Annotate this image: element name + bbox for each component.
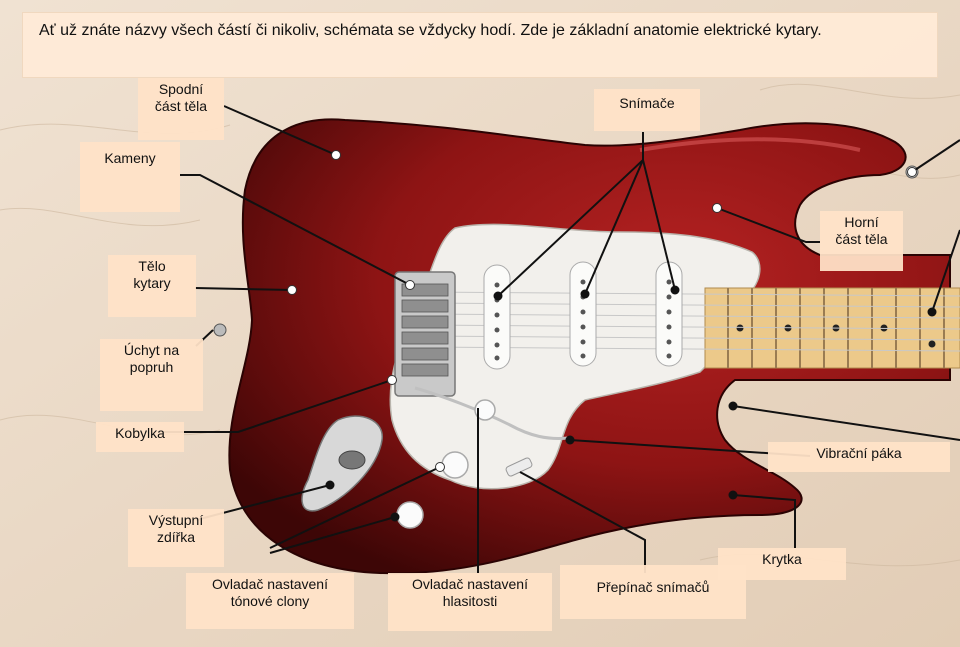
label-vystupni-zdirka: Výstupní zdířka [128,509,224,567]
strap-button [213,323,227,337]
control-knobs [396,399,496,529]
tremolo-arm [414,386,569,440]
label-uchyt-na-popruh: Úchyt na popruh [100,339,203,411]
leader-dots [287,150,917,472]
label-vibracni-paka: Vibrační páka [768,442,950,472]
page-title: Ať už znáte názvy všech částí či nikoliv… [39,22,822,39]
label-snimace: Snímače [594,89,700,131]
body-highlight [639,137,861,152]
label-kobylka: Kobylka [96,422,184,452]
label-prepinac-snimacu: Přepínač snímačů [560,565,746,619]
label-telo-kytary: Tělo kytary [108,255,196,317]
label-horni-cast-tela: Horní část těla [820,211,903,271]
label-kameny: Kameny [80,142,180,212]
label-spodni-cast-tela: Spodní část těla [138,78,224,140]
label-ovladac-tonove-clony: Ovladač nastavení tónové clony [186,573,354,629]
label-ovladac-hlasitosti: Ovladač nastavení hlasitosti [388,573,552,631]
bridge-saddles [401,283,449,377]
leader-dots-dark [325,285,937,522]
title-bar: Ať už znáte názvy všech částí či nikoliv… [22,12,938,78]
